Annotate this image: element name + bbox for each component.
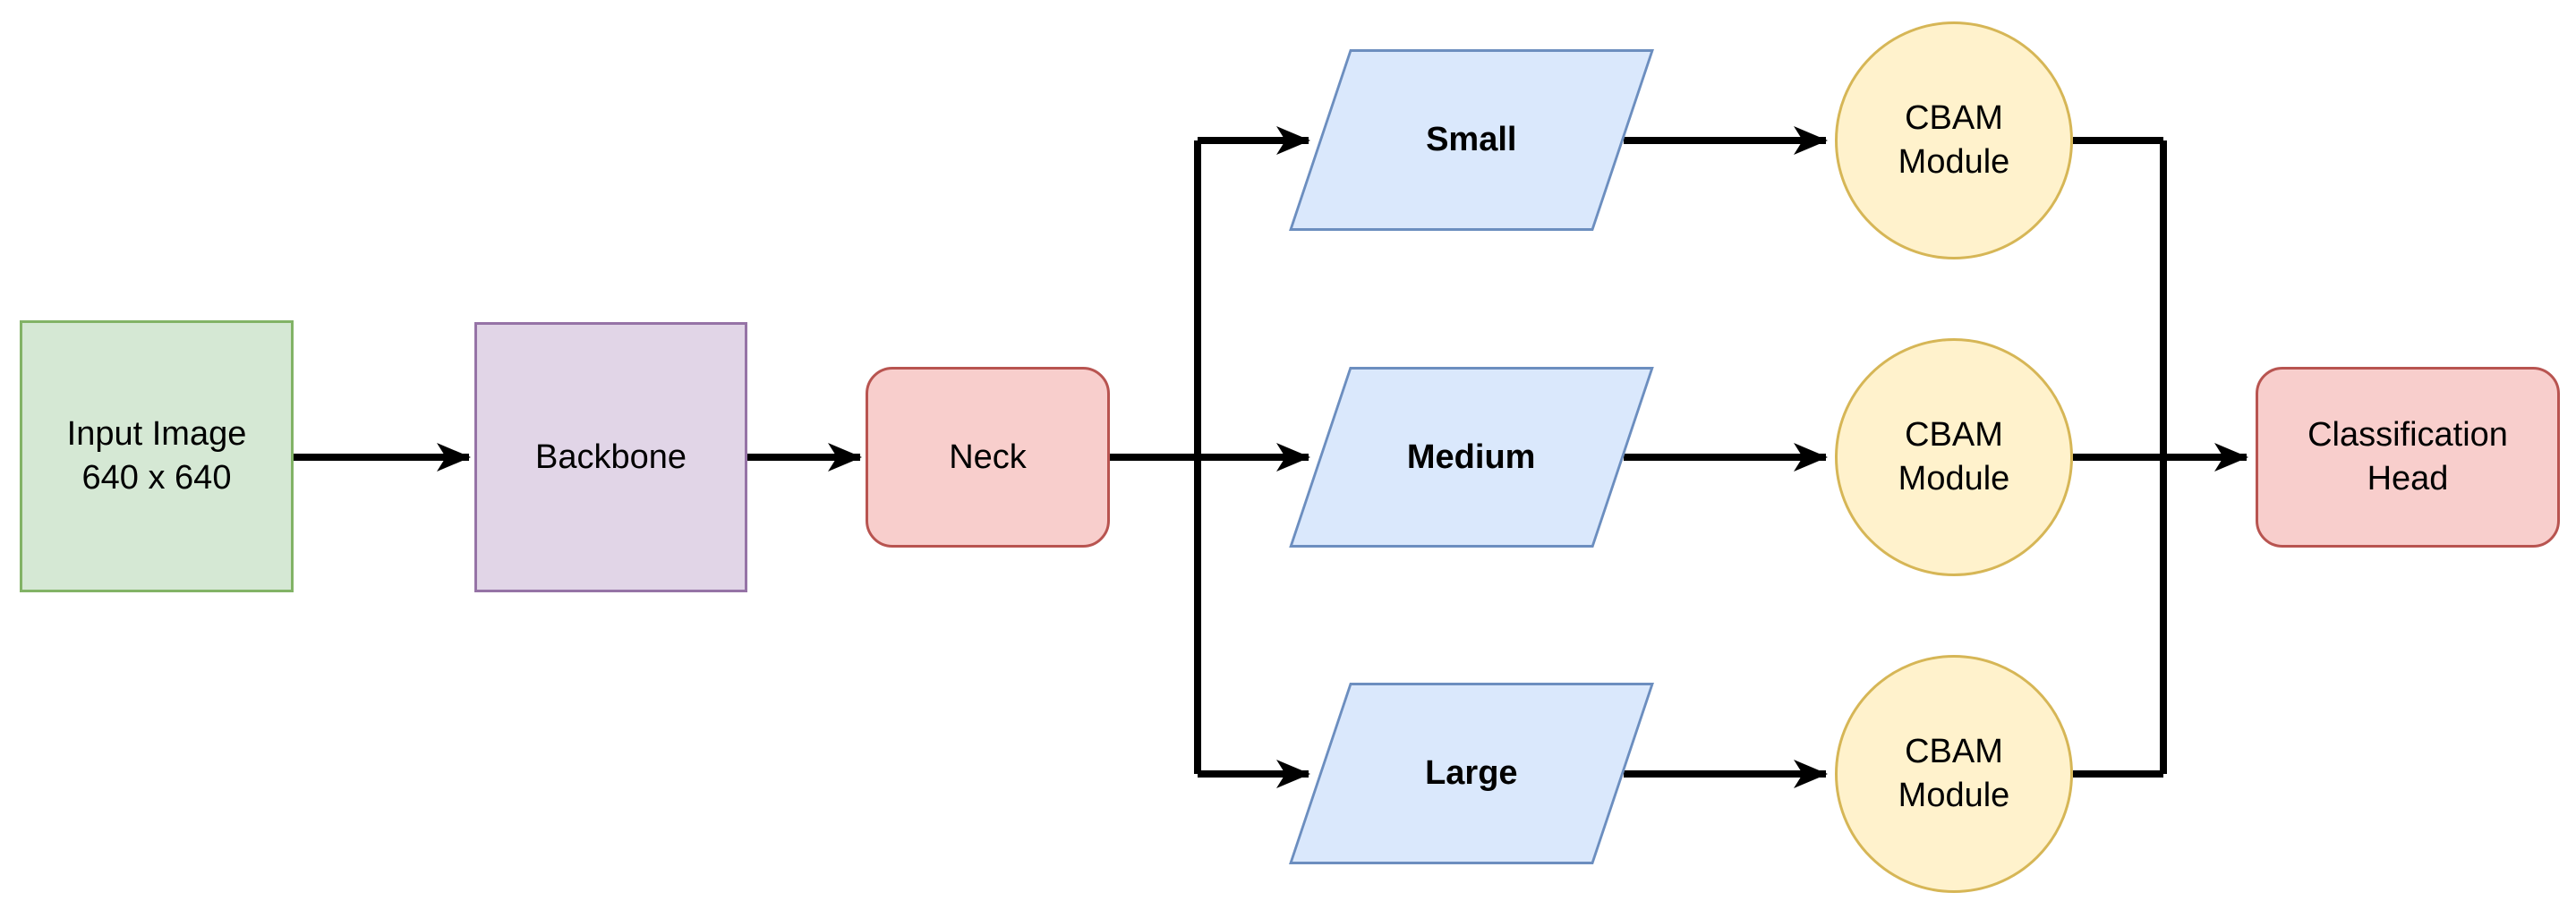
node-cbam-module-top: CBAM Module [1835,21,2073,259]
node-cbam-module-middle-label: CBAM Module [1898,416,2010,497]
node-cbam-module-bottom: CBAM Module [1835,655,2073,893]
node-small-label: Small [1426,121,1517,159]
node-medium: Medium [1289,367,1654,548]
node-classification-head: Classification Head [2256,367,2560,548]
node-cbam-module-top-label: CBAM Module [1898,99,2010,181]
node-cbam-module-bottom-label: CBAM Module [1898,733,2010,814]
node-small: Small [1289,49,1654,231]
node-input-image: Input Image 640 x 640 [20,320,294,592]
node-cbam-module-middle: CBAM Module [1835,338,2073,576]
node-medium-label: Medium [1407,438,1536,476]
node-backbone-label: Backbone [534,438,687,476]
node-large-label: Large [1425,754,1518,793]
node-backbone: Backbone [474,322,747,592]
node-neck-label: Neck [949,438,1027,476]
node-classification-head-label: Classification Head [2307,416,2508,497]
node-input-image-label: Input Image 640 x 640 [66,415,247,497]
node-neck: Neck [866,367,1110,548]
node-large: Large [1289,683,1654,864]
